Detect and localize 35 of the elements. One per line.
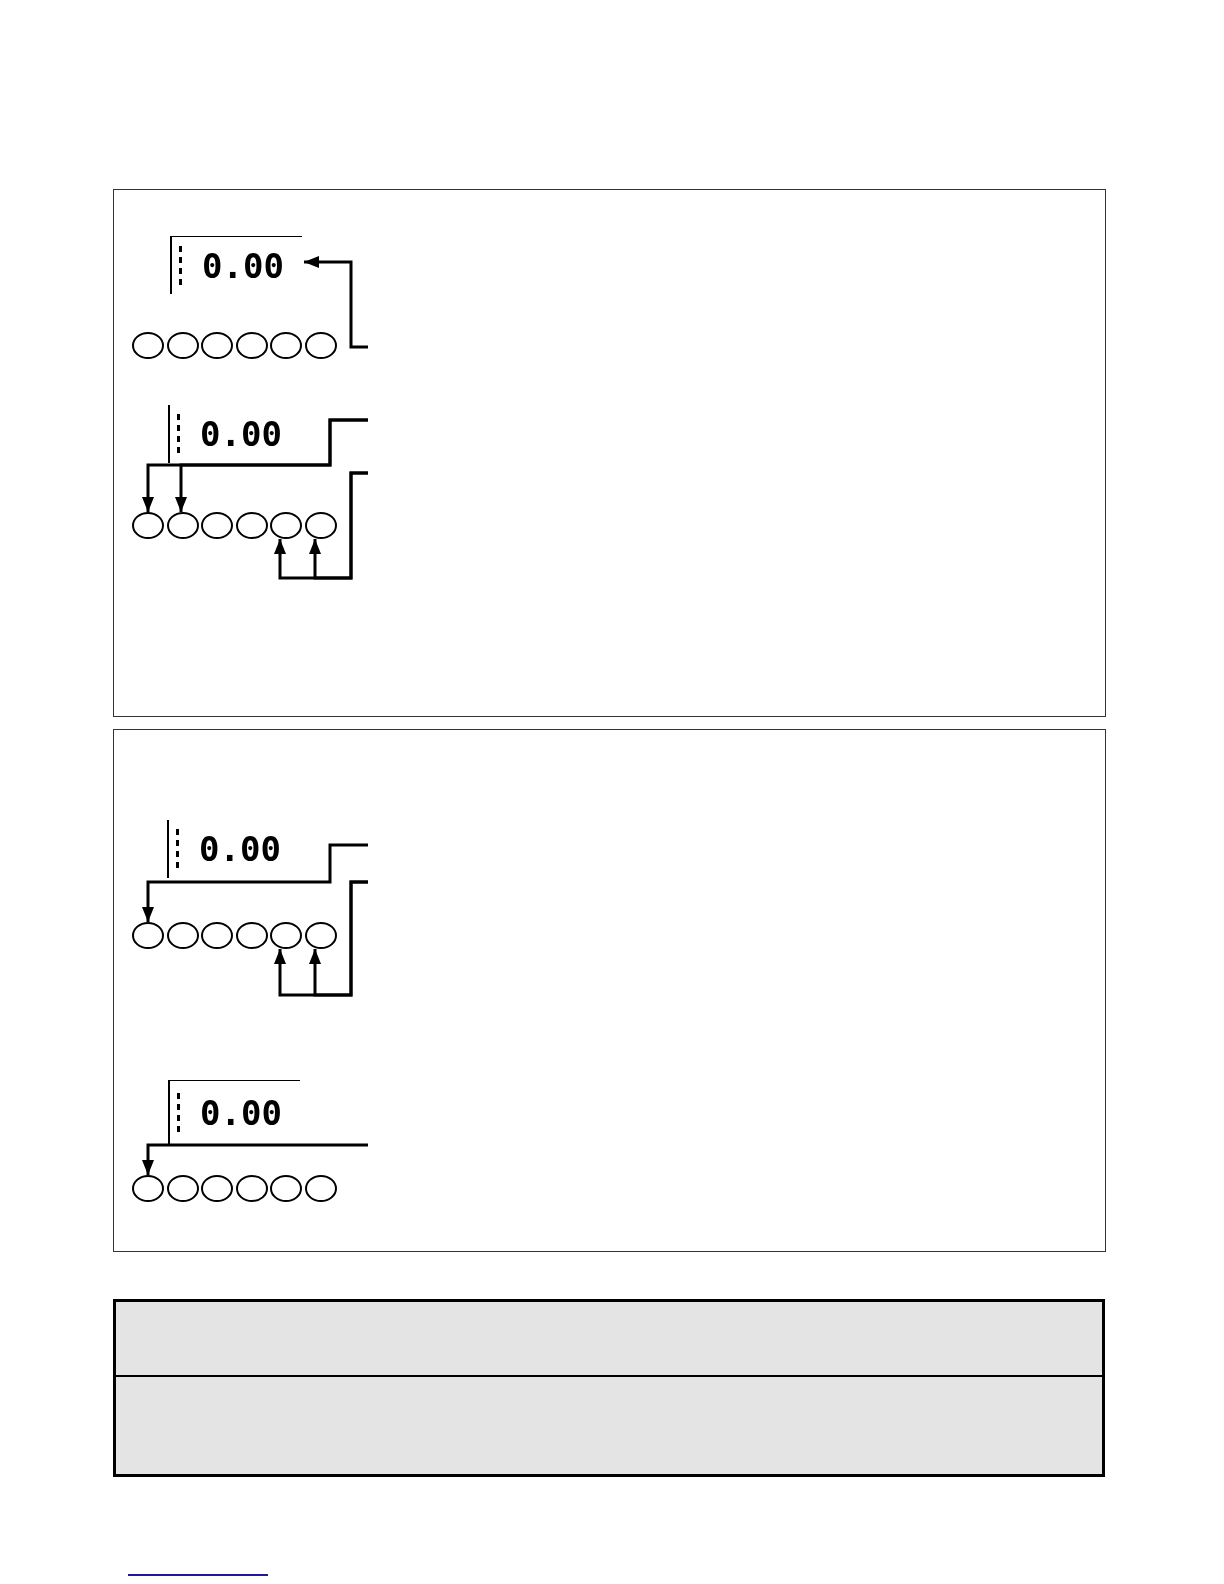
round-button — [132, 922, 164, 949]
round-button — [304, 332, 337, 359]
display-reading: 0.00 — [199, 832, 281, 866]
round-button — [201, 922, 233, 949]
round-button — [270, 332, 302, 359]
round-button — [201, 512, 233, 539]
arrow — [304, 256, 368, 349]
arrow — [142, 1143, 368, 1175]
round-button — [235, 512, 268, 539]
round-button — [166, 1175, 199, 1202]
arrow — [142, 843, 368, 922]
round-button — [235, 1175, 268, 1202]
round-button — [166, 922, 199, 949]
round-button — [235, 922, 268, 949]
round-button — [270, 922, 302, 949]
round-button — [304, 922, 337, 949]
round-button — [304, 512, 337, 539]
round-button — [201, 1175, 233, 1202]
round-button — [201, 332, 233, 359]
arrow — [309, 880, 368, 997]
round-button — [166, 512, 199, 539]
arrow — [309, 471, 368, 580]
round-button — [270, 1175, 302, 1202]
lcd-display — [168, 1080, 300, 1144]
round-button — [235, 332, 268, 359]
display-reading: 0.00 — [200, 1096, 282, 1130]
round-button — [132, 332, 164, 359]
lcd-display — [170, 236, 302, 294]
round-button — [132, 512, 164, 539]
round-button — [166, 332, 199, 359]
round-button — [132, 1175, 164, 1202]
display-reading: 0.00 — [200, 417, 282, 451]
round-button — [304, 1175, 337, 1202]
round-button — [270, 512, 302, 539]
display-reading: 0.00 — [202, 249, 284, 283]
